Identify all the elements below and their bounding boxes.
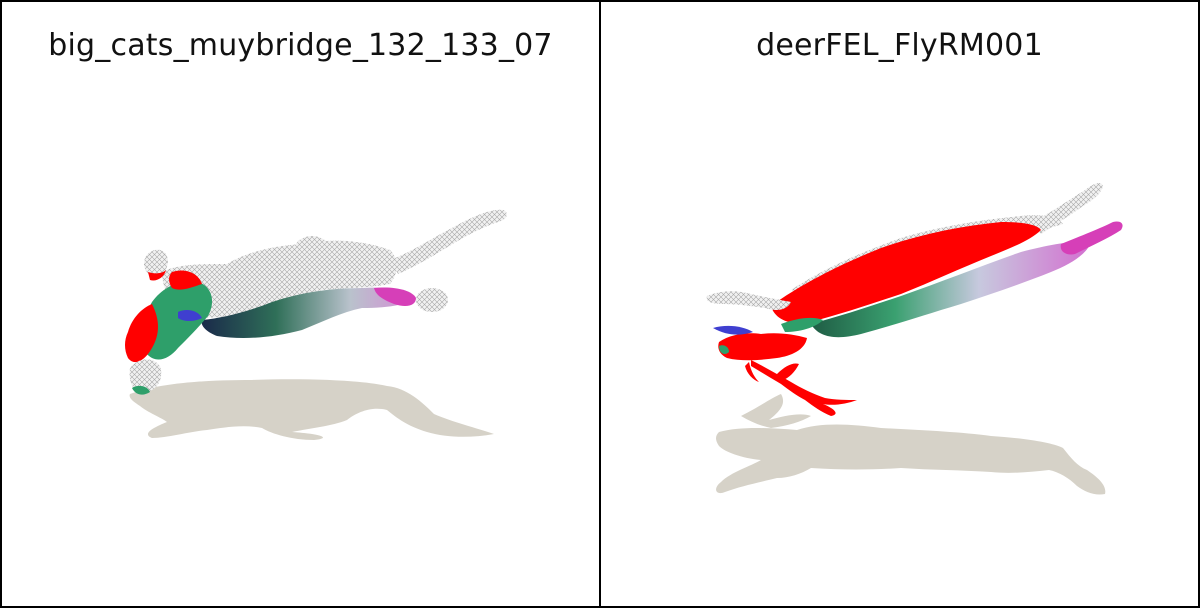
cat-head-green (132, 385, 150, 395)
big-cat-render (125, 209, 507, 440)
deer-green-accent (781, 317, 823, 332)
cat-front-paw (144, 249, 168, 277)
panel-title-big-cats: big_cats_muybridge_132_133_07 (48, 28, 553, 63)
cat-front-paw-red (148, 270, 166, 281)
deer-body-red (771, 222, 1041, 324)
cat-body-mesh (162, 240, 397, 318)
deer-front-leg-grey (706, 291, 791, 310)
deer-head-green (719, 345, 729, 354)
panel-title-deer: deerFEL_FlyRM001 (756, 28, 1043, 63)
cat-shadow (129, 379, 494, 440)
deer-belly (811, 241, 1091, 338)
deer-hind-leg-magenta (1060, 221, 1123, 255)
deer-shadow (716, 424, 1106, 495)
cat-head (129, 359, 162, 393)
cat-belly (201, 287, 414, 338)
cat-front-colored (141, 281, 213, 360)
cat-blue-accent (178, 310, 202, 321)
cat-tail (390, 209, 507, 274)
cat-front-red-2 (169, 270, 202, 290)
deer-blue-accent (713, 325, 753, 335)
deer-render (706, 183, 1123, 495)
deer-head-red (718, 333, 807, 361)
deer-antler-shadow (741, 394, 811, 428)
deer-antlers (745, 360, 857, 416)
panel-deer: deerFEL_FlyRM001 (601, 2, 1198, 606)
cat-shoulder (294, 236, 330, 264)
cat-hind-leg (374, 287, 416, 306)
cat-hind-paw (416, 288, 448, 312)
cat-front-red (125, 304, 158, 363)
panel-big-cats: big_cats_muybridge_132_133_07 (2, 2, 601, 606)
